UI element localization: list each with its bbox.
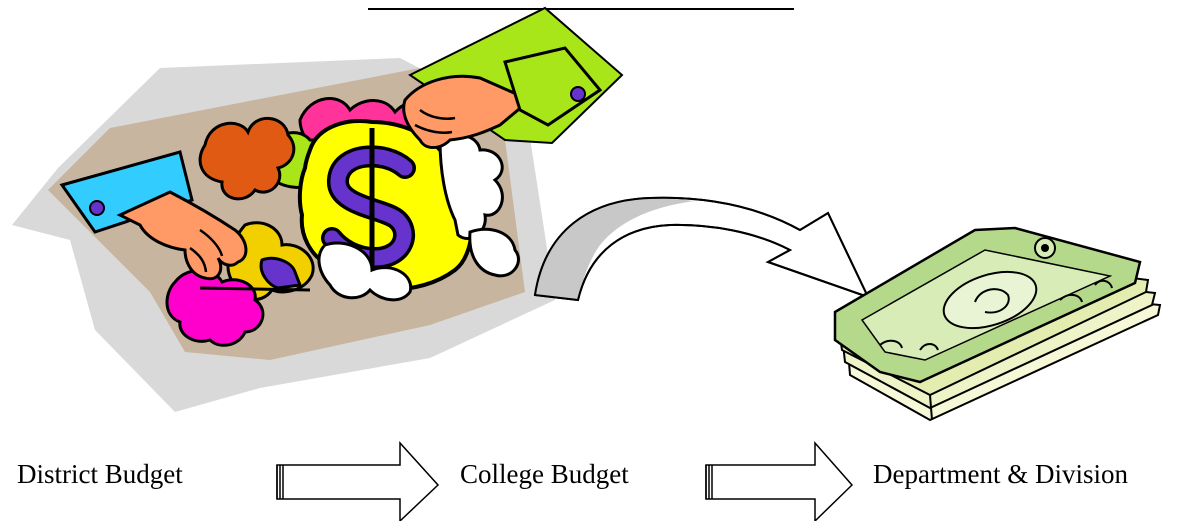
right-hand-icon — [402, 46, 603, 149]
puzzle-money-hands-icon — [12, 6, 624, 412]
left-hand-icon — [59, 150, 311, 292]
college-budget-label: College Budget — [460, 459, 629, 489]
department-division-label: Department & Division — [873, 459, 1128, 489]
lower-white-puzzle-piece — [317, 241, 413, 302]
cash-stack-icon — [833, 226, 1162, 422]
district-budget-label: District Budget — [17, 459, 183, 489]
small-purple-puzzle-piece — [259, 256, 303, 290]
red-puzzle-piece — [198, 116, 296, 201]
flow-arrow-1 — [276, 441, 440, 521]
right-edge-puzzle-piece — [468, 227, 520, 278]
flow-arrow-2 — [705, 441, 854, 521]
white-puzzle-piece — [438, 133, 504, 240]
curved-flow-arrow — [533, 196, 870, 302]
